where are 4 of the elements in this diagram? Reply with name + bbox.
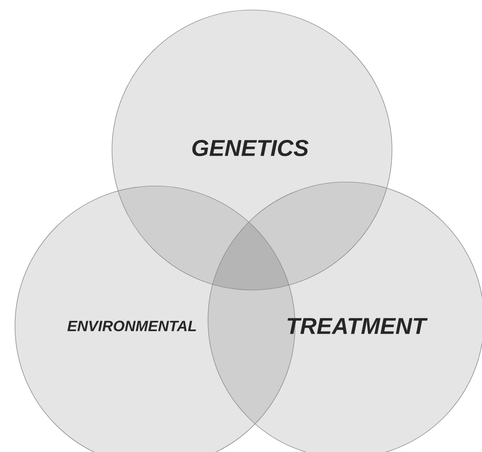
circle-label: GENETICS	[192, 140, 309, 156]
venn-circle	[112, 10, 392, 290]
circle-label: ENVIRONMENTAL	[67, 320, 196, 332]
circle-label: TREATMENT	[288, 318, 428, 334]
